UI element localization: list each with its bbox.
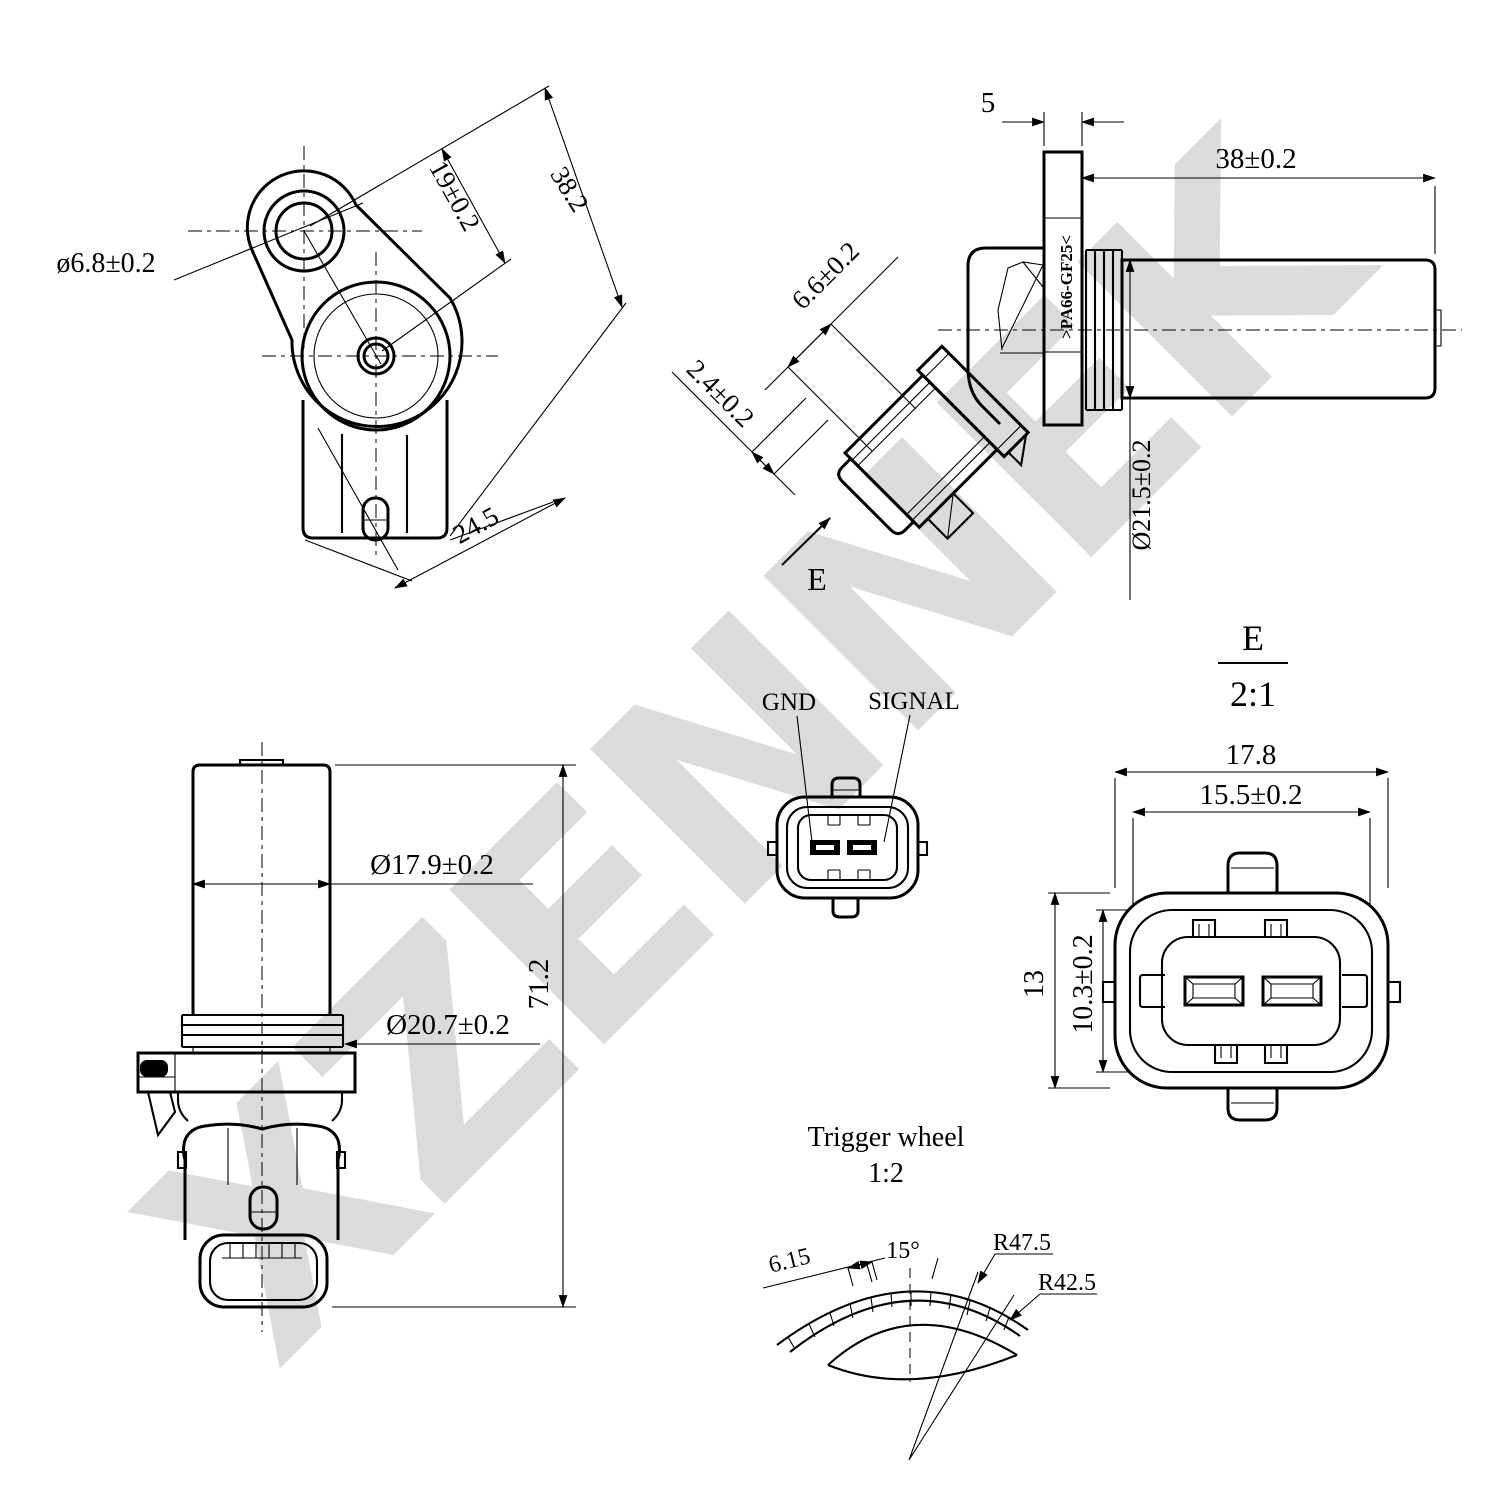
dim-tooth-width: 6.15 <box>766 1243 813 1278</box>
side-view: >PA66-GF25< 5 38±0.2 6 <box>672 87 1462 600</box>
trigger-outer-arc <box>777 1291 1028 1345</box>
e-outer-shell <box>1115 893 1388 1088</box>
dim-barrel-dia-side: Ø21.5±0.2 <box>1127 439 1156 550</box>
mounting-hole-ring <box>264 191 344 271</box>
dim-e-inner-width: 15.5±0.2 <box>1200 779 1303 811</box>
sensor-head <box>968 248 1044 424</box>
trigger-wheel-title: Trigger wheel <box>808 1122 965 1153</box>
dim-overall-height: 71.2 <box>523 959 555 1010</box>
top-view: ø6.8±0.2 19±0.2 38.2 24.5 <box>56 86 626 589</box>
dim-barrel-length: 38±0.2 <box>1215 143 1296 175</box>
trigger-inner-arc <box>790 1301 1020 1352</box>
e-terminal-1 <box>1185 977 1243 1005</box>
dim-connector-height: 6.6±0.2 <box>786 236 865 315</box>
trigger-wheel-view: Trigger wheel 1:2 15° 6.15 R47.5 R42.5 <box>763 1122 1097 1460</box>
front-flange <box>138 1053 355 1092</box>
dim-hole-offset: 19±0.2 <box>423 155 486 236</box>
material-marking: >PA66-GF25< <box>1057 235 1076 339</box>
dim-oring-dia: Ø20.7±0.2 <box>386 1009 510 1041</box>
pin-gnd-label: GND <box>762 689 816 716</box>
detail-e-view: E 2:1 17.8 15.5±0.2 13 <box>1019 618 1400 1120</box>
barrel <box>1122 260 1435 398</box>
pin-signal-label: SIGNAL <box>868 688 960 715</box>
dim-hole-dia: ø6.8±0.2 <box>56 248 155 279</box>
dim-e-outer-width: 17.8 <box>1226 739 1277 771</box>
detail-e-scale: 2:1 <box>1230 674 1276 714</box>
dim-outer-radius: R47.5 <box>993 1230 1051 1256</box>
e-shroud <box>1162 937 1340 1045</box>
section-arrow-label: E <box>807 561 827 597</box>
front-view: Ø17.9±0.2 Ø20.7±0.2 71.2 <box>138 742 576 1332</box>
dim-front-barrel-dia: Ø17.9±0.2 <box>370 849 494 881</box>
dim-connector-width: 24.5 <box>448 501 504 550</box>
detail-e-name: E <box>1242 618 1264 658</box>
front-barrel <box>193 765 330 1015</box>
angled-connector <box>825 346 1041 562</box>
front-connector-shell <box>184 1124 340 1240</box>
front-boot <box>200 1235 327 1307</box>
flange-plate <box>1044 152 1082 425</box>
mounting-hole <box>276 203 332 259</box>
e-terminal-2 <box>1263 977 1321 1005</box>
pinout-view: GND SIGNAL <box>762 688 960 917</box>
dim-e-outer-height: 13 <box>1019 970 1050 998</box>
connector-body <box>303 400 447 538</box>
dim-e-inner-height: 10.3±0.2 <box>1068 934 1099 1033</box>
dim-flange-thickness: 5 <box>981 87 996 119</box>
dim-tooth-angle: 15° <box>886 1238 920 1264</box>
dim-inner-radius: R42.5 <box>1038 1270 1096 1296</box>
trigger-wheel-scale: 1:2 <box>868 1158 904 1189</box>
